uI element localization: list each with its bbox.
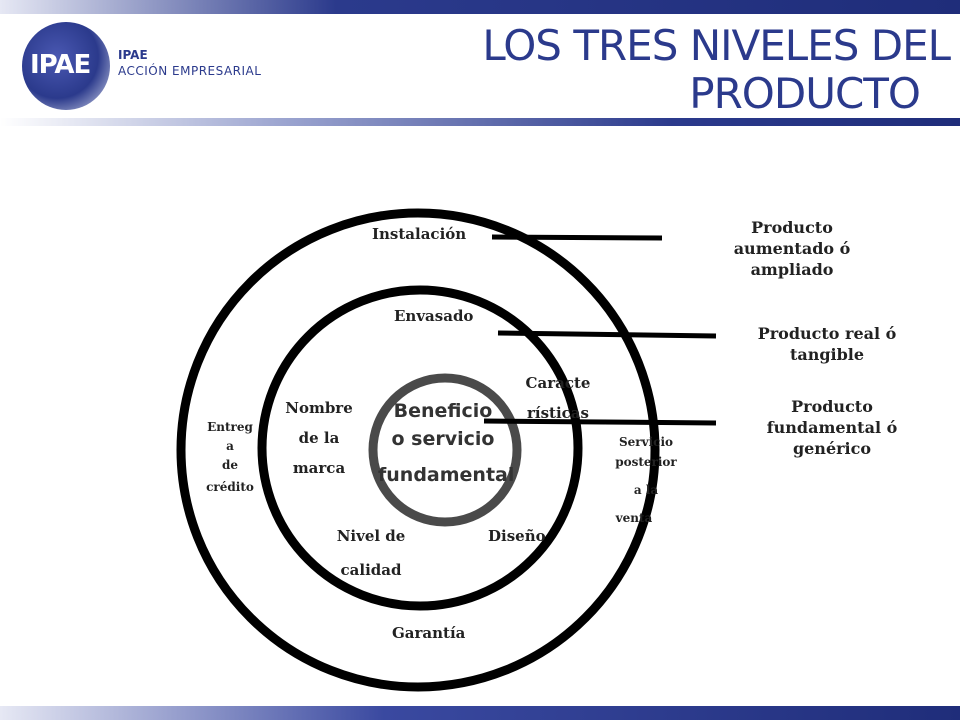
top-band <box>0 0 960 14</box>
label-nombre-marca: Nombre de la marca <box>280 393 358 483</box>
caracteristicas-line-1: Caracte <box>525 374 591 392</box>
logo-text: IPAE <box>30 50 91 80</box>
core-line-1: Beneficio <box>393 400 493 422</box>
core-label: Beneficio o servicio fundamental <box>378 398 515 488</box>
fundamental-line-1: Producto <box>791 397 873 416</box>
servicio-line-2: posterior <box>615 455 677 469</box>
aumentado-line-2: aumentado ó <box>733 239 851 258</box>
nombre-line-3: marca <box>292 459 346 477</box>
header-band <box>0 118 960 126</box>
core-line-3: fundamental <box>378 464 515 486</box>
brand-subtitle: ACCIÓN EMPRESARIAL <box>118 64 262 78</box>
label-instalacion: Instalación <box>372 225 467 243</box>
middle-ring <box>257 285 583 611</box>
fundamental-line-2: fundamental ó <box>766 418 898 437</box>
core-ring <box>368 373 522 527</box>
core-line-2: o servicio <box>391 428 495 450</box>
page-title: LOS TRES NIVELES DEL PRODUCTO <box>420 21 951 118</box>
servicio-line-4: venta <box>615 511 653 525</box>
ipae-logo-icon <box>22 22 110 110</box>
leader-line-real <box>497 330 717 339</box>
label-nivel-calidad: Nivel de calidad <box>328 521 414 585</box>
label-envasado: Envasado <box>394 307 474 325</box>
caracteristicas-line-2: rísticas <box>527 404 589 422</box>
title-line-2: PRODUCTO <box>689 69 921 118</box>
entrega-line-3: de <box>221 458 239 472</box>
nivel-line-2: calidad <box>340 561 402 579</box>
label-producto-aumentado: Producto aumentado ó ampliado <box>712 217 872 280</box>
label-producto-real: Producto real ó tangible <box>742 323 912 365</box>
bottom-band <box>0 706 960 720</box>
nivel-line-1: Nivel de <box>336 527 406 545</box>
label-servicio-posterior: Servicio posterior a la venta <box>608 432 684 528</box>
servicio-line-3: a la <box>633 483 659 497</box>
label-entrega-credito: Entreg a de crédito <box>198 415 262 497</box>
servicio-line-1: Servicio <box>618 435 674 449</box>
brand-name: IPAE <box>118 48 148 62</box>
label-caracteristicas: Caracte rísticas <box>518 368 598 428</box>
outer-ring <box>176 208 660 692</box>
aumentado-line-1: Producto <box>751 218 833 237</box>
entrega-line-2: a <box>226 439 234 453</box>
entrega-line-4: crédito <box>206 480 254 494</box>
label-producto-fundamental: Producto fundamental ó genérico <box>752 396 912 459</box>
real-line-1: Producto real ó <box>757 324 897 343</box>
nombre-line-2: de la <box>298 429 340 447</box>
nombre-line-1: Nombre <box>285 399 353 417</box>
leader-line-aumentado <box>491 234 663 241</box>
label-garantia: Garantía <box>392 624 466 642</box>
fundamental-line-3: genérico <box>792 439 872 458</box>
aumentado-line-3: ampliado <box>750 260 834 279</box>
title-line-1: LOS TRES NIVELES DEL <box>482 21 951 70</box>
leader-line-fundamental <box>483 418 717 426</box>
real-line-2: tangible <box>789 345 865 364</box>
entrega-line-1: Entreg <box>207 420 253 434</box>
label-diseno: Diseño <box>488 527 546 545</box>
